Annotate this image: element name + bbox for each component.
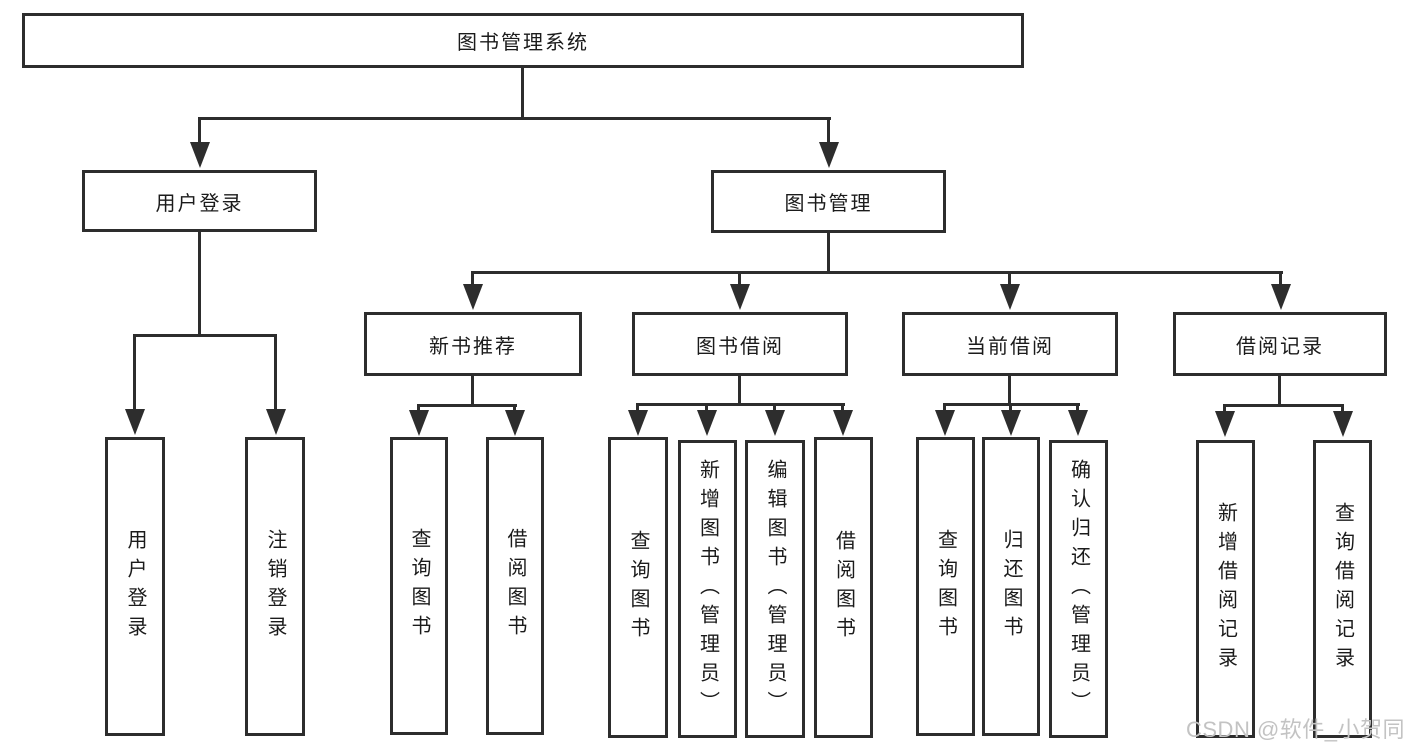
connector-drop-leaf — [1076, 403, 1079, 412]
leaf-label: 注销登录 — [264, 528, 286, 645]
node-user-login: 用户登录 — [82, 170, 317, 232]
node-current-borrow: 当前借阅 — [902, 312, 1118, 376]
leaf-records-query-record: 查询借阅记录 — [1313, 440, 1372, 738]
connector-drop-book-management — [827, 117, 830, 144]
arrowhead-down-icon — [125, 409, 145, 435]
leaf-label: 查询借阅记录 — [1331, 502, 1354, 676]
leaf-label: 用户登录 — [124, 528, 146, 645]
arrowhead-down-icon — [1001, 410, 1021, 436]
connector-drop-logout-leaf — [274, 334, 277, 410]
leaf-current-return-books: 归还图书 — [982, 437, 1040, 736]
leaf-label: 查询图书 — [934, 528, 957, 645]
connector-drop-login-leaf — [133, 334, 136, 410]
arrowhead-down-icon — [1215, 411, 1235, 437]
leaf-label: 归还图书 — [1000, 528, 1022, 645]
node-borrow-records: 借阅记录 — [1173, 312, 1387, 376]
connector-borrow-rail — [636, 403, 845, 406]
connector-drop-user-login — [198, 117, 201, 144]
connector-borrow-stem — [738, 376, 741, 406]
leaf-current-confirm-return-admin: 确认归还（管理员） — [1049, 440, 1108, 738]
node-book-management: 图书管理 — [711, 170, 946, 233]
connector-root-rail — [198, 117, 831, 120]
arrowhead-down-icon — [765, 410, 785, 436]
leaf-label: 查询图书 — [408, 528, 430, 644]
connector-drop-leaf — [943, 403, 946, 412]
arrowhead-down-icon — [1000, 284, 1020, 310]
connector-root-stem — [521, 68, 524, 118]
connector-user-login-stem — [198, 231, 201, 337]
connector-book-mgmt-rail — [471, 271, 1283, 274]
connector-drop-leaf — [636, 403, 639, 412]
node-book-borrow: 图书借阅 — [632, 312, 848, 376]
connector-drop-leaf — [841, 403, 844, 412]
leaf-borrow-edit-books-admin: 编辑图书（管理员） — [745, 440, 805, 738]
leaf-label: 新增借阅记录 — [1214, 502, 1237, 676]
watermark-text: CSDN @软件_小贺同学 — [1186, 717, 1405, 742]
connector-drop-leaf — [773, 403, 776, 412]
arrowhead-down-icon — [819, 142, 839, 168]
connector-drop-recommend — [471, 271, 474, 285]
connector-user-login-rail — [133, 334, 277, 337]
leaf-label: 查询图书 — [627, 529, 649, 646]
arrowhead-down-icon — [266, 409, 286, 435]
node-library-system-root: 图书管理系统 — [22, 13, 1024, 68]
arrowhead-down-icon — [190, 142, 210, 168]
connector-drop-leaf — [1223, 404, 1226, 412]
leaf-current-query-books: 查询图书 — [916, 437, 975, 736]
leaf-label: 借阅图书 — [832, 529, 855, 646]
arrowhead-down-icon — [505, 410, 525, 436]
node-label: 当前借阅 — [966, 335, 1054, 358]
leaf-recommend-query-books: 查询图书 — [390, 437, 448, 735]
leaf-recommend-borrow-books: 借阅图书 — [486, 437, 544, 735]
arrowhead-down-icon — [730, 284, 750, 310]
leaf-records-add-record: 新增借阅记录 — [1196, 440, 1255, 738]
leaf-user-login: 用户登录 — [105, 437, 165, 736]
leaf-label: 借阅图书 — [504, 528, 526, 644]
arrowhead-down-icon — [833, 410, 853, 436]
connector-records-rail — [1223, 404, 1344, 407]
leaf-label: 编辑图书（管理员） — [764, 458, 786, 720]
leaf-borrow-query-books: 查询图书 — [608, 437, 668, 738]
connector-drop-borrow — [738, 271, 741, 285]
arrowhead-down-icon — [1068, 410, 1088, 436]
arrowhead-down-icon — [409, 410, 429, 436]
leaf-logout: 注销登录 — [245, 437, 305, 736]
connector-drop-records — [1279, 271, 1282, 285]
node-label: 图书管理 — [784, 193, 873, 215]
connector-drop-leaf — [417, 404, 420, 412]
connector-drop-current — [1008, 271, 1011, 285]
connector-recommend-rail — [417, 404, 517, 407]
node-label: 用户登录 — [155, 192, 244, 215]
arrowhead-down-icon — [697, 410, 717, 436]
arrowhead-down-icon — [935, 410, 955, 436]
connector-drop-leaf — [1009, 403, 1012, 412]
node-label: 图书借阅 — [696, 335, 784, 358]
arrowhead-down-icon — [1333, 411, 1353, 437]
connector-book-mgmt-stem — [827, 232, 830, 274]
connector-drop-leaf — [705, 403, 708, 412]
node-label: 新书推荐 — [429, 335, 517, 358]
arrowhead-down-icon — [1271, 284, 1291, 310]
node-label: 图书管理系统 — [457, 32, 589, 54]
leaf-borrow-add-books-admin: 新增图书（管理员） — [678, 440, 737, 738]
leaf-label: 新增图书（管理员） — [696, 458, 719, 720]
connector-drop-leaf — [513, 404, 516, 412]
arrowhead-down-icon — [628, 410, 648, 436]
node-new-book-recommend: 新书推荐 — [364, 312, 582, 376]
connector-drop-leaf — [1341, 404, 1344, 412]
node-label: 借阅记录 — [1236, 335, 1324, 358]
arrowhead-down-icon — [463, 284, 483, 310]
leaf-borrow-borrow-books: 借阅图书 — [814, 437, 873, 738]
connector-records-stem — [1278, 376, 1281, 407]
connector-recommend-stem — [471, 376, 474, 407]
connector-current-stem — [1008, 376, 1011, 406]
leaf-label: 确认归还（管理员） — [1067, 458, 1090, 720]
